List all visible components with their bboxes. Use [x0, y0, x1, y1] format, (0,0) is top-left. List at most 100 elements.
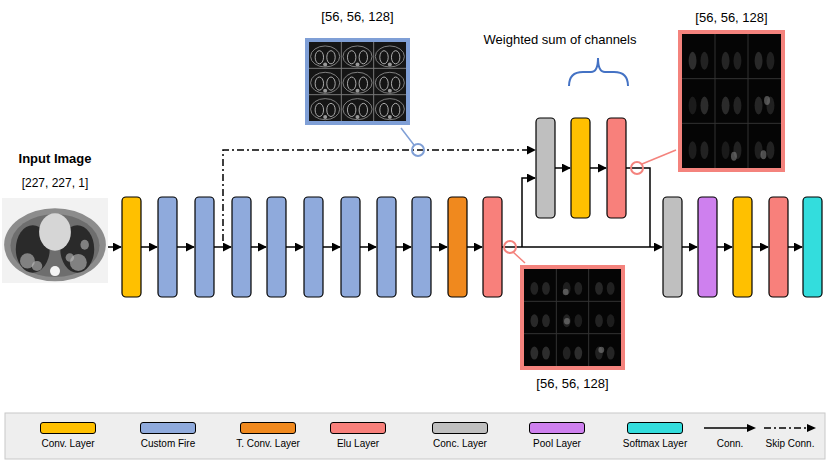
- feature-edge: [315, 103, 323, 116]
- feature-edge: [380, 77, 388, 90]
- activation-patch: [530, 282, 538, 295]
- legend-item: Skip Conn.: [750, 422, 830, 450]
- ct-body: [4, 208, 106, 281]
- legend-item: Elu Layer: [318, 422, 398, 450]
- connection-arrow: [788, 246, 802, 248]
- feature-edge: [347, 51, 355, 64]
- layer-block: [304, 197, 323, 297]
- legend-text: Custom Fire: [141, 438, 195, 450]
- activation-patch: [700, 52, 708, 70]
- activation-patch: [574, 282, 582, 295]
- activation-patch: [563, 314, 571, 327]
- connection-arrow: [682, 246, 697, 248]
- ct-spine: [50, 266, 60, 276]
- activation-patch: [607, 282, 615, 295]
- feature-edge: [375, 99, 404, 120]
- layer-block: [412, 197, 431, 297]
- connection-arrow: [555, 167, 570, 169]
- feature-edge: [388, 89, 392, 93]
- feature-edge: [380, 51, 388, 64]
- layer-block: [448, 197, 467, 297]
- activation-patch: [722, 52, 730, 70]
- ct-opacity: [66, 253, 74, 262]
- layer-block: [571, 118, 590, 218]
- connection-arrow: [717, 246, 732, 248]
- grid-line: [341, 42, 342, 121]
- feature-frame: [305, 38, 410, 125]
- activation-patch: [689, 141, 697, 159]
- feature-edge: [391, 51, 399, 64]
- feature-edge: [347, 77, 355, 90]
- connection-arrow: [502, 246, 662, 248]
- feature-edge: [359, 51, 367, 64]
- layer-block: [341, 197, 360, 297]
- input-image: Input Image[227, 227, 1]: [2, 150, 108, 283]
- legend-swatch: [627, 422, 683, 434]
- grid-line: [373, 42, 374, 121]
- legend-text: Conv. Layer: [41, 438, 94, 450]
- activation-patch: [722, 97, 730, 115]
- feature-edge: [327, 51, 335, 64]
- feature-edge: [323, 89, 327, 93]
- layer-block: [483, 197, 502, 297]
- legend-swatch: [432, 422, 488, 434]
- legend-text: Pool Layer: [533, 438, 581, 450]
- connection-arrow: [177, 246, 194, 248]
- feature-callout: [56, 56, 128]: [673, 9, 790, 172]
- activation-patch: [761, 150, 767, 159]
- feature-edge: [347, 103, 355, 116]
- activation-patch: [542, 314, 550, 327]
- activation-patch: [574, 347, 582, 360]
- probe-circle: [631, 162, 643, 174]
- legend-item: Conn.: [690, 422, 770, 450]
- feature-map-image: [309, 42, 406, 121]
- ct-opacity: [32, 261, 43, 271]
- legend-line: [704, 427, 748, 429]
- connection-arrow: [360, 246, 376, 248]
- leader-line: [642, 150, 676, 164]
- connection-arrow: [590, 167, 606, 169]
- probe-circle: [504, 241, 516, 253]
- legend-swatch: [240, 422, 296, 434]
- feature-edge: [359, 103, 367, 116]
- feature-callout: [56, 56, 128]: [301, 8, 414, 125]
- annotation-label: Weighted sum of channels: [470, 31, 650, 49]
- legend-swatch: [40, 422, 96, 434]
- feature-edge: [380, 103, 388, 116]
- legend-item: Conv. Layer: [28, 422, 108, 450]
- layer-block: [195, 197, 214, 297]
- connection-arrow: [323, 246, 340, 248]
- feature-edge: [356, 115, 360, 119]
- layer-block: [733, 197, 752, 297]
- activation-patch: [542, 282, 550, 295]
- ct-background: [2, 198, 108, 283]
- grid-line: [309, 94, 406, 95]
- feature-edge: [375, 72, 404, 93]
- legend-panel: [5, 413, 825, 459]
- activation-patch: [564, 318, 570, 324]
- activation-patch: [766, 52, 774, 70]
- feature-map: [524, 269, 621, 366]
- activation-patch: [563, 282, 571, 295]
- feature-map-image: [682, 34, 781, 168]
- layer-block: [803, 197, 822, 297]
- legend-text: T. Conv. Layer: [236, 438, 300, 450]
- feature-edge: [388, 115, 392, 119]
- grid-line: [682, 123, 781, 124]
- layer-block: [536, 118, 555, 218]
- feature-edge: [323, 115, 327, 119]
- connection-arrow: [251, 246, 266, 248]
- curly-brace: [569, 58, 628, 86]
- legend-item: Conc. Layer: [420, 422, 500, 450]
- feature-edge: [343, 46, 372, 67]
- feature-edge: [327, 77, 335, 90]
- connection-arrow: [522, 178, 535, 247]
- grid-line: [556, 269, 557, 366]
- ct-frame: [2, 198, 108, 283]
- dimension-label: [56, 56, 128]: [301, 8, 414, 26]
- activation-patch: [530, 347, 538, 360]
- feature-edge: [388, 62, 392, 66]
- feature-edge: [343, 72, 372, 93]
- layer-block: [267, 197, 286, 297]
- connection-arrow: [752, 246, 768, 248]
